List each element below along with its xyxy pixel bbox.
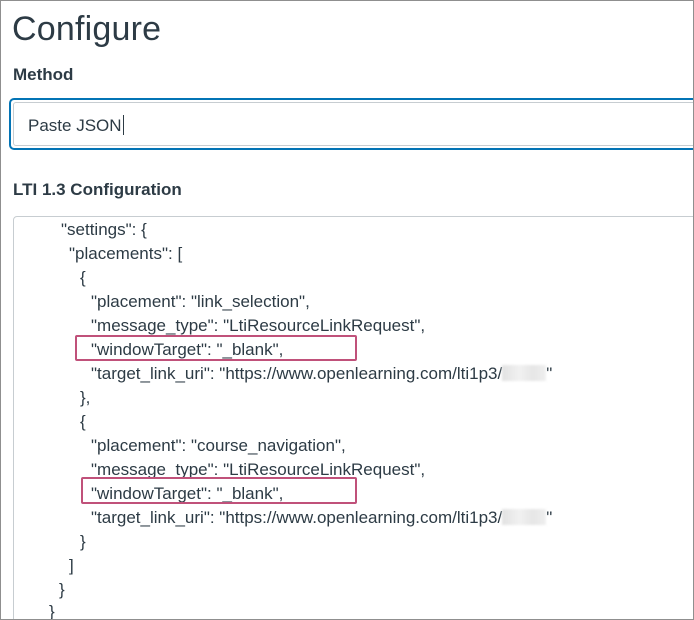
code-line: }, — [80, 388, 91, 407]
code-line: "windowTarget": "_blank", — [91, 484, 284, 503]
method-select[interactable]: Paste JSON — [9, 98, 693, 150]
window-target-highlight — [81, 477, 357, 504]
method-value-text: Paste JSON — [28, 116, 122, 135]
method-select-value: Paste JSON — [28, 115, 124, 136]
lti-config-textarea[interactable]: "settings": { "placements": [ { "placeme… — [13, 216, 693, 620]
method-select-inner — [13, 102, 693, 146]
code-line: { — [80, 412, 86, 431]
code-line: ] — [69, 556, 74, 575]
code-line-text: "target_link_uri": "https://www.openlear… — [91, 508, 503, 527]
code-line: "message_type": "LtiResourceLinkRequest"… — [91, 316, 426, 335]
code-line: } — [59, 580, 65, 599]
page-title: Configure — [12, 10, 162, 48]
code-line: } — [49, 602, 55, 620]
window-target-highlight — [75, 335, 357, 361]
code-line: "placements": [ — [69, 244, 183, 263]
code-line: "placement": "course_navigation", — [91, 436, 346, 455]
lti-config-label: LTI 1.3 Configuration — [13, 180, 182, 199]
code-line-text: "target_link_uri": "https://www.openlear… — [91, 364, 503, 383]
code-line-text: " — [546, 508, 553, 527]
code-line: "message_type": "LtiResourceLinkRequest"… — [91, 460, 426, 479]
code-line: "settings": { — [61, 220, 147, 239]
code-line: "target_link_uri": "https://www.openlear… — [91, 364, 552, 384]
text-caret — [122, 115, 124, 135]
method-label: Method — [13, 65, 74, 84]
code-line: } — [80, 532, 86, 551]
redacted-path — [502, 509, 547, 525]
redacted-path — [502, 365, 547, 381]
code-line: { — [80, 268, 86, 287]
code-line: "placement": "link_selection", — [91, 292, 310, 311]
code-line: "windowTarget": "_blank", — [91, 340, 284, 359]
code-line: "target_link_uri": "https://www.openlear… — [91, 508, 552, 528]
code-line-text: " — [546, 364, 553, 383]
